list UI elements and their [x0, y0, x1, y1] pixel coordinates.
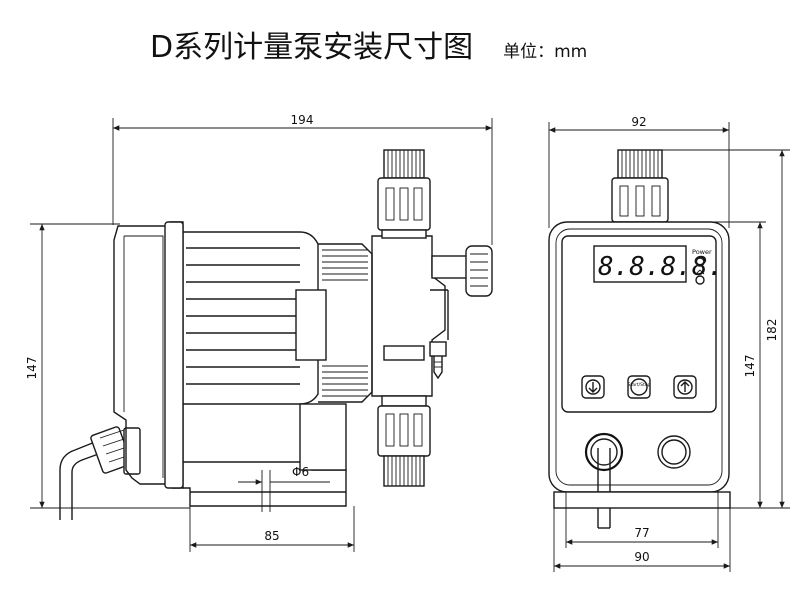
round-port: [657, 435, 691, 469]
led-display-digits: 8.8.8.8.: [598, 252, 723, 282]
dim-front-width: 92: [631, 115, 646, 129]
down-button[interactable]: [581, 375, 605, 399]
pump-head-ribs: [322, 249, 368, 397]
diagram-title: D系列计量泵安装尺寸图: [150, 30, 474, 65]
power-led: [695, 257, 705, 267]
top-thread: [387, 150, 421, 178]
start-stop-button[interactable]: Start/Stop: [627, 375, 651, 399]
dim-hole-diameter: Φ6: [292, 465, 309, 479]
front-top-thread: [621, 150, 659, 178]
dim-side-width: 194: [291, 113, 314, 127]
dim-front-body-height: 147: [743, 355, 757, 378]
start-stop-label: Start/Stop: [628, 382, 651, 388]
bottom-thread: [387, 456, 421, 486]
dim-base-outer: 90: [634, 550, 649, 564]
cable-gland: [584, 432, 624, 472]
led-display: [593, 245, 687, 283]
front-base: [553, 491, 731, 509]
up-button[interactable]: [673, 375, 697, 399]
dim-base-length: 85: [264, 529, 279, 543]
unit-label: 单位：mm: [503, 42, 588, 62]
power-label: Power: [692, 248, 712, 256]
dim-front-total-height: 182: [765, 319, 779, 342]
diagram-title-block: D系列计量泵安装尺寸图 单位：mm: [150, 22, 587, 66]
front-view: 92 182 147: [548, 115, 790, 572]
signal-led: [695, 275, 705, 285]
cooling-fins: [186, 247, 300, 385]
side-view: 194 147: [25, 113, 493, 552]
dim-base-inner: 77: [634, 526, 649, 540]
dim-side-height: 147: [25, 357, 39, 380]
